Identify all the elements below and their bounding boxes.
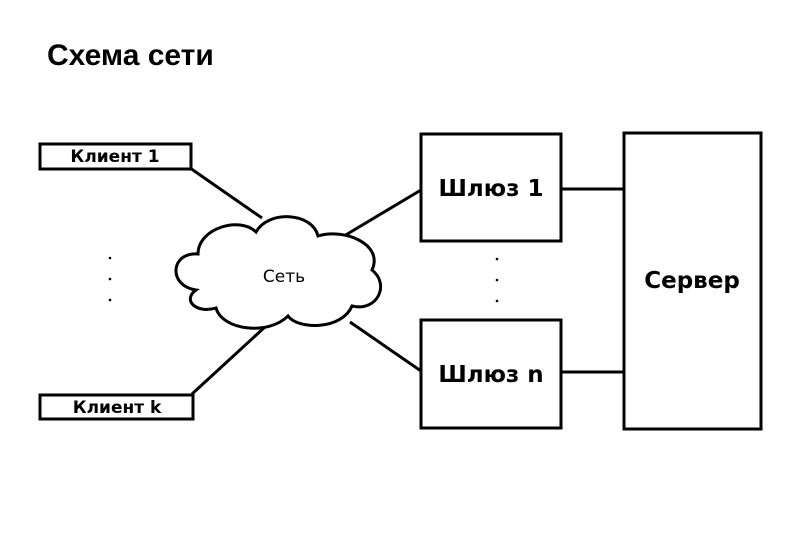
client-1-label: Клиент 1	[70, 147, 159, 167]
gateway-n-node: Шлюз n	[419, 318, 563, 430]
connectors	[189, 166, 624, 396]
network-cloud: Сеть	[174, 215, 383, 330]
client-k-label: Клиент k	[73, 398, 162, 418]
link-network-gateway-1	[343, 188, 422, 238]
gateway-1-node: Шлюз 1	[419, 132, 563, 243]
gateway-n-label: Шлюз n	[438, 362, 543, 388]
link-network-gateway-n	[349, 320, 422, 373]
gateway-1-label: Шлюз 1	[439, 176, 544, 202]
page-title: Схема сети	[47, 39, 214, 72]
server-node: Сервер	[622, 131, 763, 431]
link-client-k-network	[190, 324, 268, 396]
server-label: Сервер	[644, 268, 740, 294]
client-k-node: Клиент k	[38, 393, 195, 421]
client-1-node: Клиент 1	[38, 142, 193, 171]
gateways-ellipsis	[495, 257, 499, 303]
clients-ellipsis	[108, 256, 112, 302]
link-client-1-network	[189, 166, 263, 220]
network-label: Сеть	[263, 267, 305, 287]
